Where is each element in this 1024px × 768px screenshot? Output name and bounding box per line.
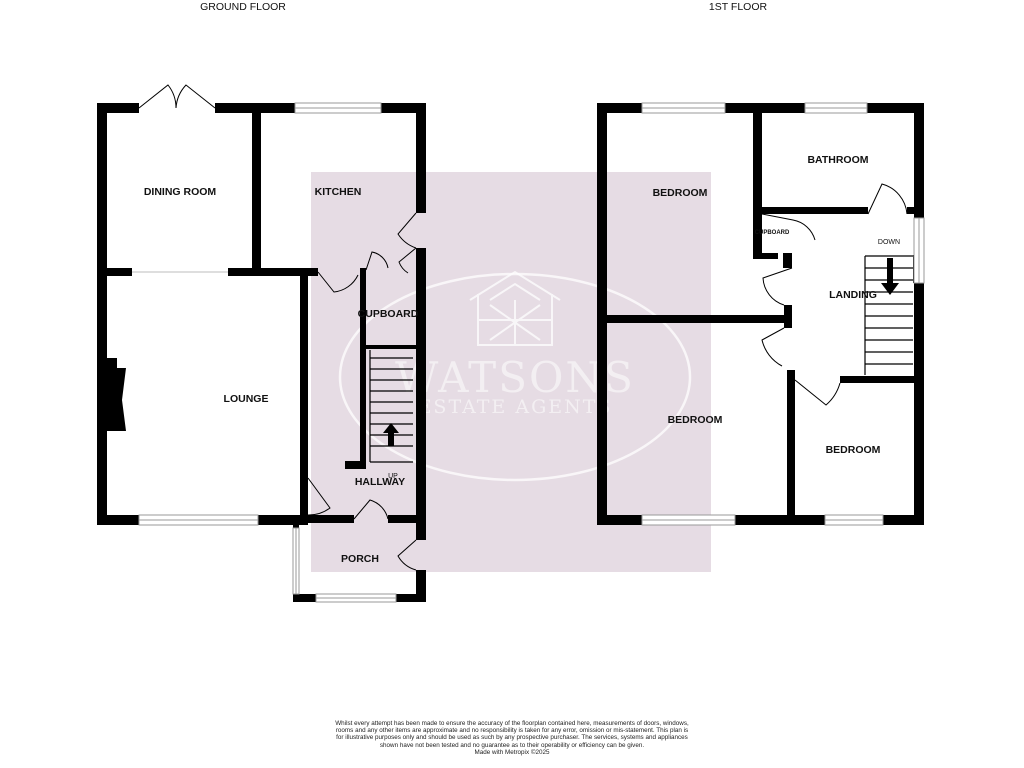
room-label-bedroom-front: BEDROOM <box>653 187 708 199</box>
stairs-up-label: UP <box>388 473 398 480</box>
room-label-cupboard: CUPBOARD <box>358 308 419 320</box>
watermark-name: WATSONS <box>395 353 635 402</box>
room-label-bedroom-rear: BEDROOM <box>668 414 723 426</box>
room-label-bathroom: BATHROOM <box>807 154 868 166</box>
first-floor-labels: BEDROOM BATHROOM CUPBOARD DOWN LANDING B… <box>653 154 901 456</box>
ground-floor-doors <box>138 84 417 571</box>
ground-floor-windows <box>132 102 397 603</box>
first-floor-doors <box>761 183 908 406</box>
ground-floor-labels: DINING ROOM KITCHEN CUPBOARD LOUNGE UP H… <box>144 186 419 565</box>
watermark-panel <box>311 172 711 572</box>
ground-floor: GROUND FLOOR <box>97 1 426 603</box>
disclaimer: Whilst every attempt has been made to en… <box>332 720 692 756</box>
first-floor-stairs <box>864 255 913 375</box>
watermark-oval <box>338 272 692 482</box>
room-label-upstairs-cupboard: CUPBOARD <box>755 230 790 236</box>
disclaimer-text: Whilst every attempt has been made to en… <box>335 720 689 749</box>
first-floor: 1ST FLOOR <box>597 1 925 526</box>
ground-floor-stairs <box>369 350 413 463</box>
watermark: WATSONS ESTATE AGENTS <box>311 172 711 572</box>
room-label-dining-room: DINING ROOM <box>144 186 217 198</box>
room-label-lounge: LOUNGE <box>224 393 269 405</box>
room-label-kitchen: KITCHEN <box>315 186 362 198</box>
ground-floor-title: GROUND FLOOR <box>200 1 286 13</box>
room-label-hallway: HALLWAY <box>355 476 405 488</box>
first-floor-windows <box>641 102 925 526</box>
room-label-landing: LANDING <box>829 289 877 301</box>
watermark-tagline: ESTATE AGENTS <box>418 396 613 418</box>
watermark-house-logo <box>469 270 561 346</box>
down-arrow-icon <box>881 258 899 295</box>
room-label-bedroom-small: BEDROOM <box>826 444 881 456</box>
first-floor-walls <box>597 103 924 525</box>
first-floor-title: 1ST FLOOR <box>709 1 768 13</box>
disclaimer-credit: Made with Metropix ©2025 <box>474 748 550 756</box>
stairs-down-label: DOWN <box>878 239 900 246</box>
room-label-porch: PORCH <box>341 553 379 565</box>
up-arrow-icon <box>383 423 399 446</box>
